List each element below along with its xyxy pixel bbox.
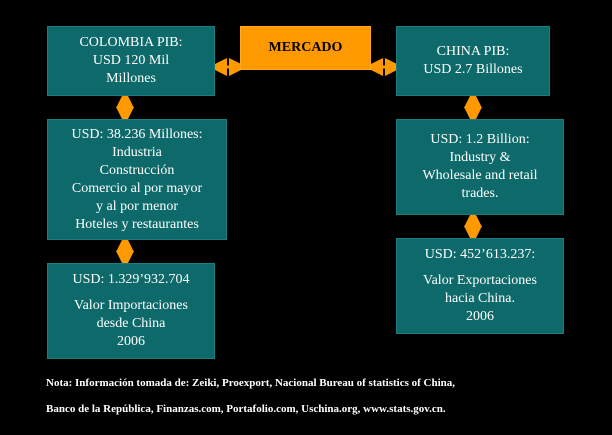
source-note-line-2: Banco de la República, Finanzas.com, Por… [46, 403, 446, 415]
colombia-sectors-line-1: USD: 38.236 Millones: [71, 126, 203, 142]
china-sectors-line-1: USD: 1.2 Billion: [430, 132, 530, 147]
china-sectors-box: USD: 1.2 Billion: Industry & Wholesale a… [396, 119, 564, 215]
china-exports-box: USD: 452’613.237: Valor Exportaciones ha… [396, 238, 564, 334]
colombia-imports-amount: USD: 1.329’932.704 [72, 272, 190, 287]
colombia-sectors-line-4: Comercio al por mayor [71, 180, 203, 196]
colombia-sectors-box: USD: 38.236 Millones: Industria Construc… [47, 119, 227, 240]
colombia-sectors-line-6: Hoteles y restaurantes [75, 216, 199, 232]
colombia-sectors-line-2: Industria [112, 144, 162, 160]
colombia-imports-line-2: desde China [96, 316, 166, 331]
colombia-pib-line-1: COLOMBIA PIB: [79, 35, 183, 50]
colombia-imports-box: USD: 1.329’932.704 Valor Importaciones d… [47, 263, 215, 359]
colombia-sectors-line-3: Construcción [99, 162, 175, 178]
mercado-box: MERCADO [240, 26, 371, 70]
china-sectors-line-2: Industry & [449, 150, 511, 165]
mercado-label: MERCADO [268, 40, 343, 55]
china-pib-box: CHINA PIB: USD 2.7 Billones [396, 26, 550, 96]
china-sectors-line-3: Wholesale and retail [422, 168, 538, 183]
colombia-imports-line-3: 2006 [117, 334, 145, 349]
colombia-pib-line-2: USD 120 Mil [92, 53, 170, 68]
china-pib-line-1: CHINA PIB: [436, 44, 510, 59]
china-exports-line-2: hacia China. [445, 291, 515, 306]
colombia-pib-line-3: Millones [106, 71, 156, 86]
china-sectors-line-4: trades. [461, 186, 499, 201]
china-exports-line-3: 2006 [466, 309, 494, 324]
colombia-sectors-line-5: y al por menor [95, 198, 179, 214]
china-pib-line-2: USD 2.7 Billones [423, 62, 523, 77]
china-exports-line-1: Valor Exportaciones [423, 273, 537, 288]
china-exports-amount: USD: 452’613.237: [424, 247, 536, 262]
colombia-imports-line-1: Valor Importaciones [74, 298, 188, 313]
source-note-line-1: Nota: Información tomada de: Zeiki, Proe… [46, 377, 456, 389]
colombia-pib-box: COLOMBIA PIB: USD 120 Mil Millones [47, 26, 215, 96]
